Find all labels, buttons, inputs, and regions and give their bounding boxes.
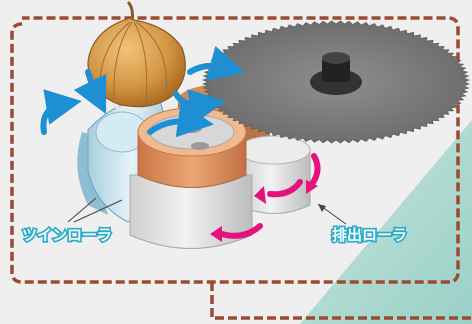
front-roller <box>130 108 252 249</box>
discharge-roller-label: 排出ローラ <box>332 226 407 244</box>
twin-roller-label: ツインローラ <box>22 226 112 244</box>
